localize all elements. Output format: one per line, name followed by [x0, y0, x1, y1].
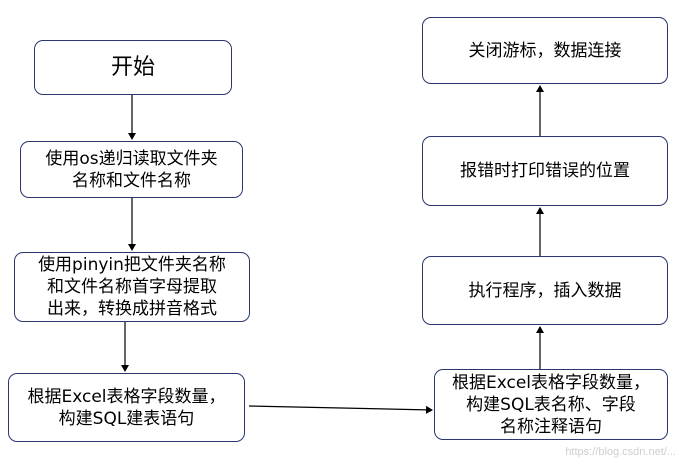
close-label: 关闭游标，数据连接	[468, 40, 622, 61]
build-sql-comment-node: 根据Excel表格字段数量， 构建SQL表名称、字段 名称注释语句	[434, 369, 668, 440]
build-sql-table-label: 根据Excel表格字段数量， 构建SQL建表语句	[27, 386, 226, 429]
pinyin-label: 使用pinyin把文件夹名称 和文件名称首字母提取 出来，转换成拼音格式	[38, 255, 226, 319]
close-node: 关闭游标，数据连接	[422, 17, 668, 84]
error-position-node: 报错时打印错误的位置	[422, 136, 668, 206]
start-label: 开始	[110, 54, 155, 80]
read-files-label: 使用os递归读取文件夹 名称和文件名称	[45, 148, 218, 191]
error-position-label: 报错时打印错误的位置	[460, 161, 630, 181]
arrow-table-to-comment	[248, 405, 433, 414]
build-sql-comment-label: 根据Excel表格字段数量， 构建SQL表名称、字段 名称注释语句	[451, 372, 651, 437]
start-node: 开始	[34, 40, 232, 95]
execute-node: 执行程序，插入数据	[422, 256, 668, 325]
execute-label: 执行程序，插入数据	[468, 280, 622, 301]
build-sql-table-node: 根据Excel表格字段数量， 构建SQL建表语句	[8, 373, 245, 442]
pinyin-node: 使用pinyin把文件夹名称 和文件名称首字母提取 出来，转换成拼音格式	[14, 252, 250, 322]
watermark: https://blog.csdn.net/...	[565, 446, 676, 458]
read-files-node: 使用os递归读取文件夹 名称和文件名称	[20, 141, 243, 198]
